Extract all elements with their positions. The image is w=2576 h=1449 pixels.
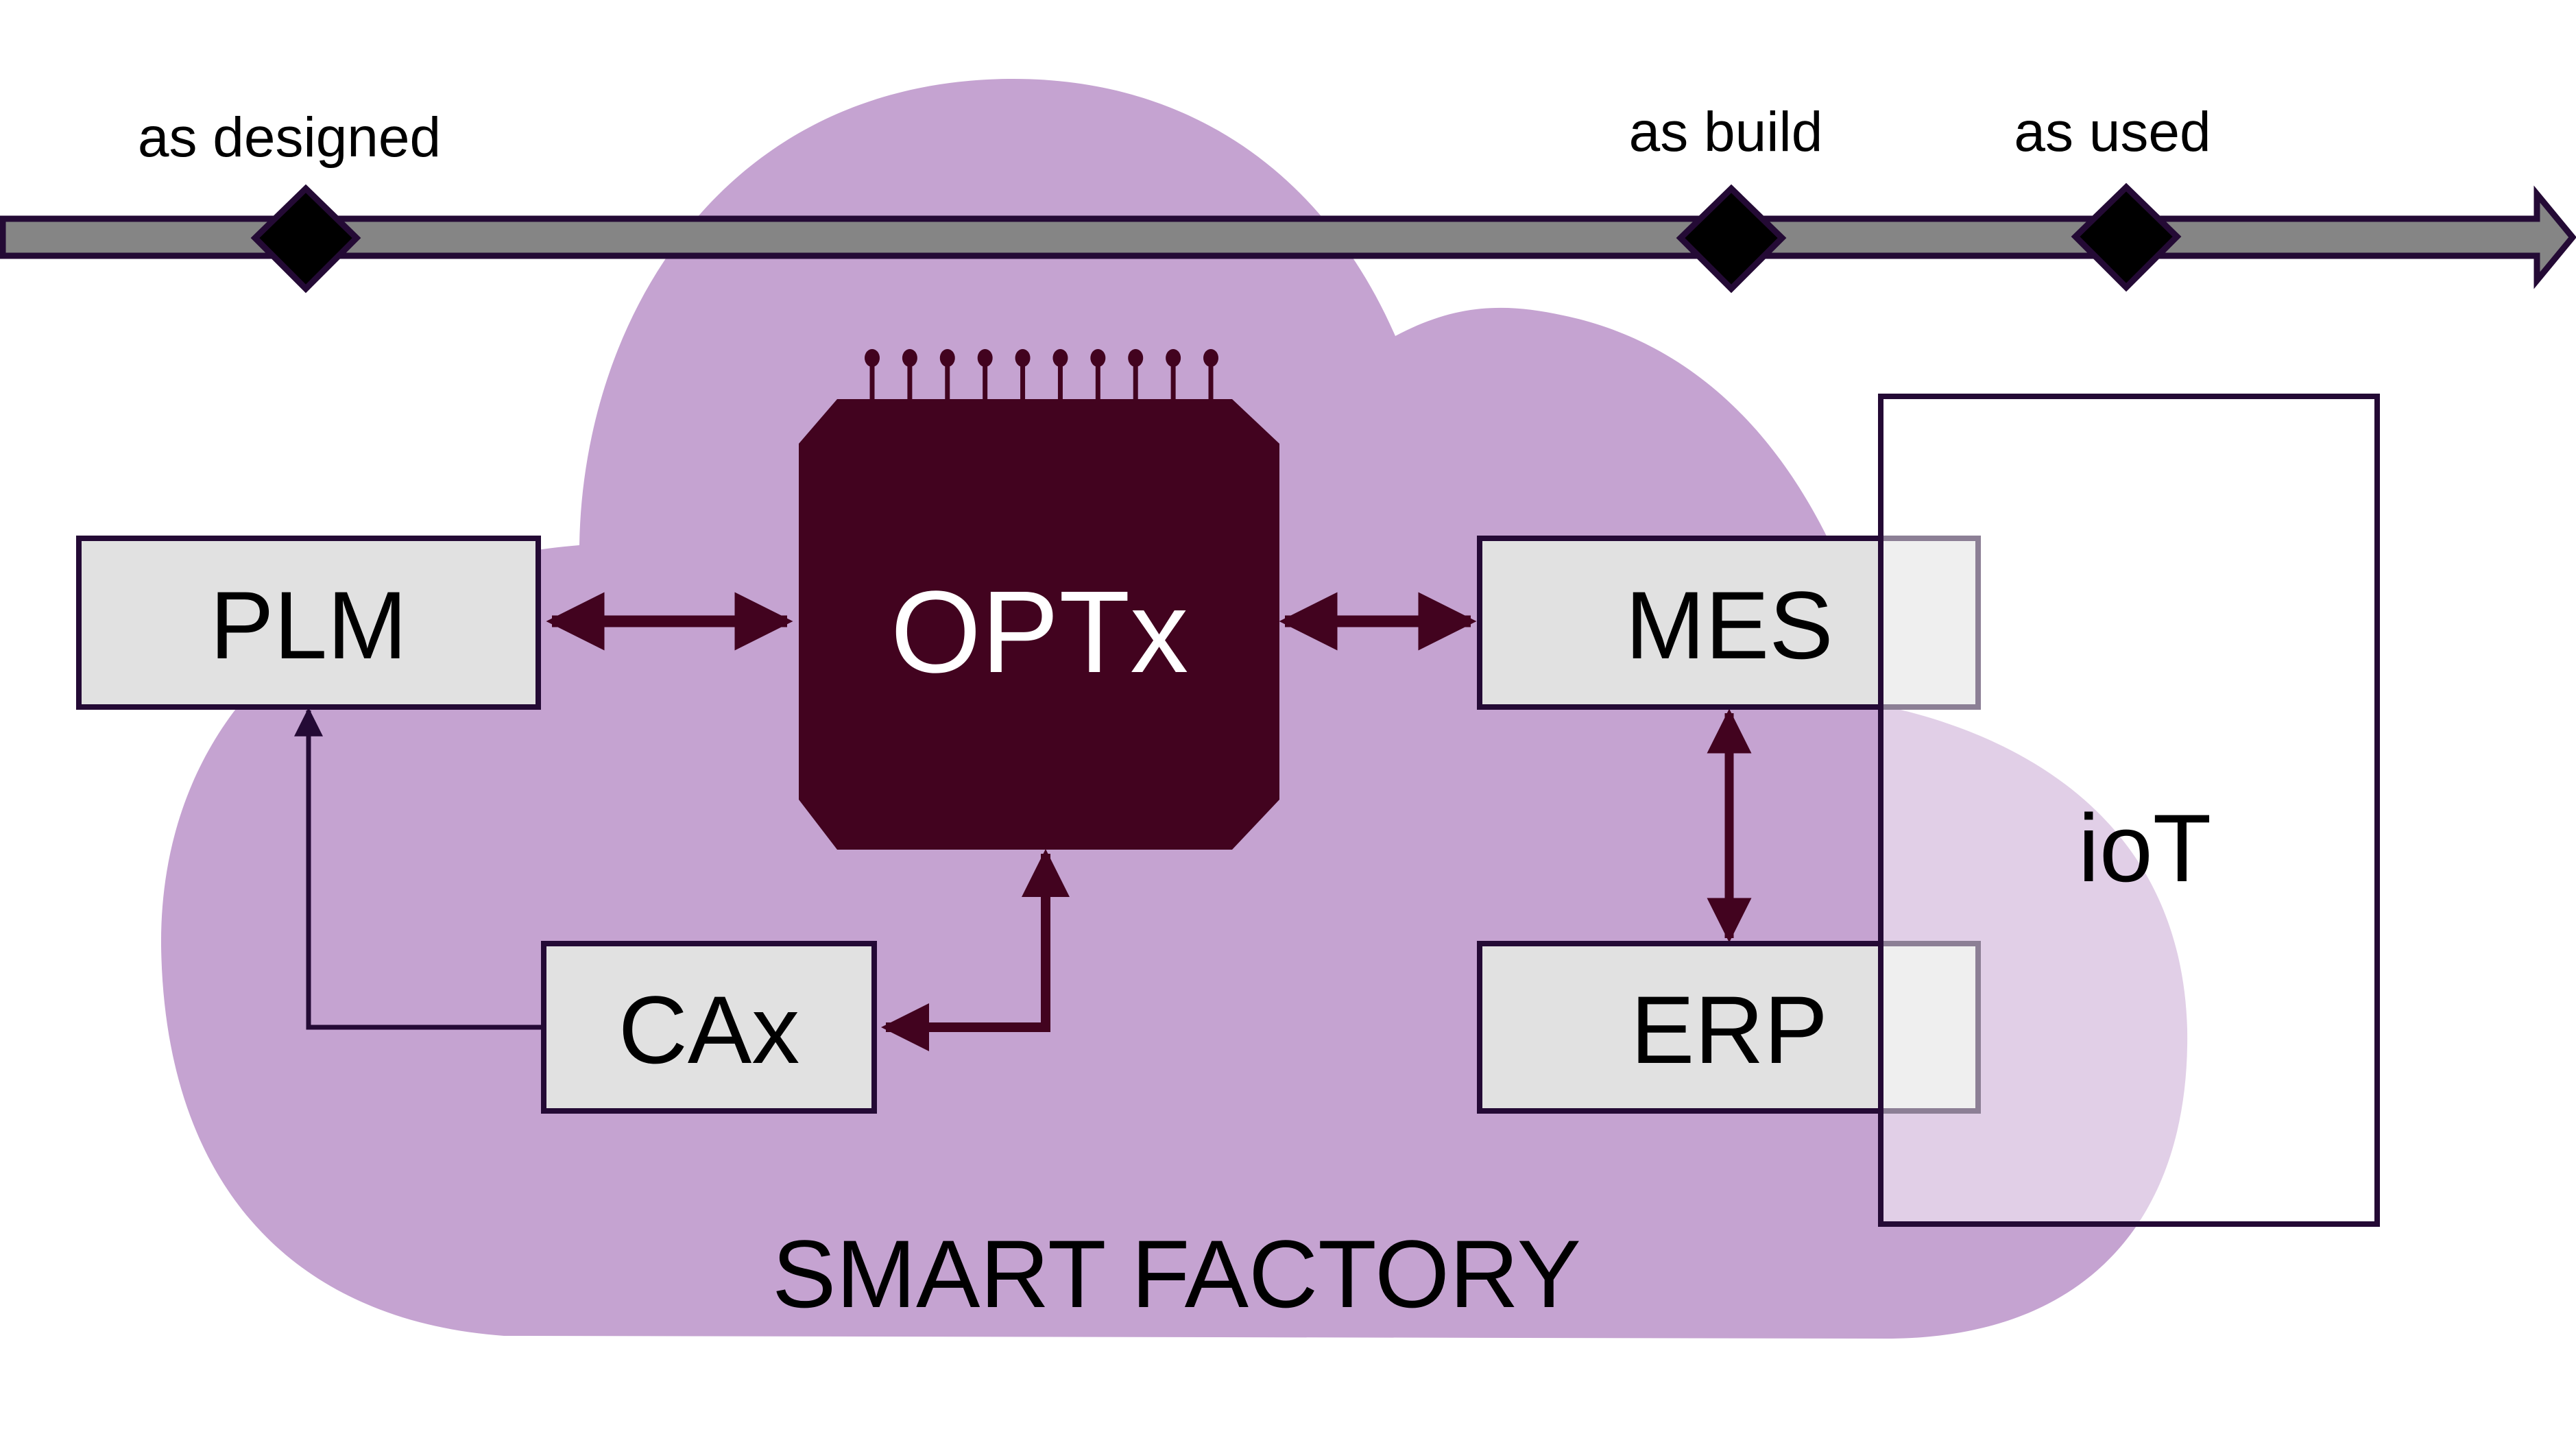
node-erp[interactable]: ERP — [1477, 941, 1981, 1114]
node-mes[interactable]: MES — [1477, 536, 1981, 710]
iot-label: ioT — [2078, 794, 2211, 902]
chip-pin — [939, 349, 955, 402]
node-optx[interactable]: OPTx — [799, 349, 1279, 850]
connectors — [294, 592, 1752, 1051]
milestone-label: as build — [1629, 101, 1823, 163]
chip-pin — [1052, 349, 1068, 402]
cax-label: CAx — [618, 976, 799, 1083]
chip-pin-head — [1166, 349, 1181, 367]
chip-pin — [1203, 349, 1218, 402]
timeline-arrow — [0, 185, 2576, 289]
chip-pin — [865, 349, 880, 402]
chip-pin — [1015, 349, 1031, 402]
mes-label: MES — [1625, 571, 1833, 679]
cax-box[interactable] — [541, 941, 877, 1114]
lifecycle-timeline: as designed as build as used — [0, 101, 2576, 294]
node-cax[interactable]: CAx — [541, 941, 877, 1114]
chip-pin — [1166, 349, 1181, 402]
chip-pin-head — [1052, 349, 1068, 367]
erp-label: ERP — [1630, 976, 1828, 1083]
milestone-as-build: as build — [1629, 101, 1823, 294]
plm-label: PLM — [210, 571, 407, 679]
chip-pin-head — [939, 349, 955, 367]
smart-factory-label: SMART FACTORY — [772, 1220, 1581, 1328]
node-iot[interactable]: ioT — [1878, 394, 2380, 1227]
chip-pin-head — [902, 349, 917, 367]
milestone-as-designed: as designed — [138, 106, 441, 294]
node-plm[interactable]: PLM — [76, 536, 541, 710]
chip-pin — [977, 349, 993, 402]
iot-box[interactable] — [1878, 394, 2380, 1227]
optx-chip-icon[interactable] — [799, 399, 1279, 850]
chip-pin — [902, 349, 917, 402]
optx-label: OPTx — [891, 567, 1188, 697]
milestone-diamond-icon — [250, 184, 361, 294]
chip-pin — [1128, 349, 1144, 402]
erp-box[interactable] — [1477, 941, 1981, 1114]
edge-cax-plm — [294, 707, 542, 1030]
plm-box[interactable] — [76, 536, 541, 710]
chip-pin-head — [1203, 349, 1218, 367]
chip-pin-head — [1090, 349, 1106, 367]
milestone-diamond-icon — [1676, 184, 1787, 294]
chip-pins — [865, 349, 1218, 402]
chip-pin-head — [977, 349, 993, 367]
milestone-diamond-icon — [2071, 182, 2182, 292]
milestone-label: as used — [2014, 101, 2211, 163]
edge-cax-optx — [881, 849, 1070, 1051]
chip-pin-head — [1128, 349, 1144, 367]
milestone-as-used: as used — [2014, 101, 2211, 292]
mes-box[interactable] — [1477, 536, 1981, 710]
chip-pin-head — [865, 349, 880, 367]
chip-pin — [1090, 349, 1106, 402]
chip-pin-head — [1015, 349, 1031, 367]
milestone-label: as designed — [138, 106, 441, 169]
